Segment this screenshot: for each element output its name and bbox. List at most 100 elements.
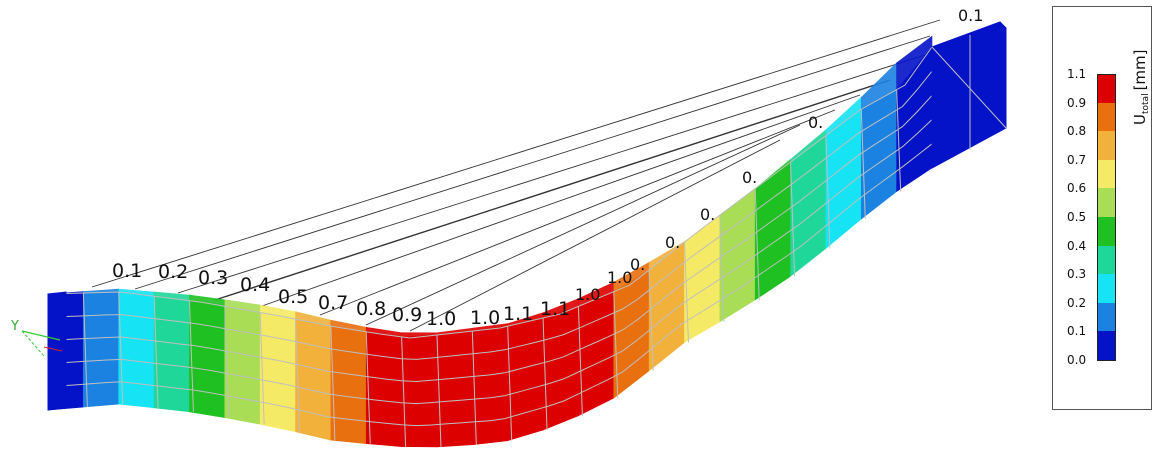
beam-side-element (754, 161, 791, 301)
displacement-label: 0. (742, 168, 757, 187)
legend-tick: 0.5 (1067, 210, 1087, 224)
legend-color-swatch (1097, 188, 1116, 218)
displacement-label: 0. (700, 205, 715, 224)
legend-title: Utotal [mm] (1131, 49, 1149, 125)
beam-side-element (330, 325, 367, 444)
mesh-line (153, 296, 159, 408)
axis-x-line (43, 346, 63, 352)
beam-side-element (542, 305, 579, 431)
mesh-line (401, 336, 407, 447)
displacement-label: 0.5 (278, 286, 308, 308)
beam-side-element (153, 295, 190, 413)
legend-tick: 0.1 (1067, 324, 1087, 339)
axis-y-label: Y (10, 319, 19, 334)
legend-color-swatch (1097, 331, 1116, 361)
beam-side-element (83, 291, 120, 408)
legend-quantity: U (1131, 114, 1149, 125)
beam-end-face (47, 21, 1007, 411)
mesh-line (259, 312, 265, 425)
guide-line (134, 35, 931, 290)
legend-tick: 0.2 (1067, 295, 1087, 310)
mesh-line (47, 70, 933, 360)
displacement-label: 1.0 (470, 307, 500, 329)
beam-side-element (189, 300, 226, 419)
legend-subscript: total (1141, 93, 1149, 114)
mesh-line (47, 143, 933, 427)
legend-color-swatch (1097, 217, 1116, 247)
mesh-line (188, 300, 194, 412)
displacement-label: 0. (630, 255, 645, 274)
displacement-label: 1.1 (503, 303, 533, 325)
mesh-line (825, 135, 831, 249)
legend-tick: 0.8 (1067, 124, 1087, 139)
beam-side-element (259, 312, 296, 433)
axis-y-line (21, 330, 61, 341)
legend-tick: 0.4 (1067, 238, 1087, 253)
guide-line (214, 79, 891, 301)
legend-tick: 0.9 (1067, 95, 1087, 110)
guide-line (261, 94, 861, 307)
beam-side-element (472, 325, 508, 446)
mesh-line (47, 119, 933, 405)
mesh-line (82, 293, 88, 408)
beam-side-element (719, 188, 756, 323)
mesh-line (860, 109, 866, 220)
mesh-line (47, 95, 933, 383)
beam-side-face (47, 39, 1001, 448)
legend-color-swatch (1097, 302, 1116, 332)
guide-line (91, 19, 941, 288)
legend-tick: 0.3 (1067, 267, 1087, 282)
mesh-line (507, 326, 513, 441)
mesh-line (330, 326, 336, 441)
guide-line (319, 109, 836, 316)
legend-color-swatch (1097, 102, 1116, 132)
axis-z-line (21, 330, 45, 357)
mesh-line (295, 319, 301, 432)
mesh-line (224, 306, 230, 418)
legend-tick: 0.6 (1067, 181, 1087, 196)
mesh-line (577, 306, 583, 416)
legend-tick: 0.0 (1067, 353, 1087, 367)
beam-side-element (118, 291, 155, 409)
mesh-line (896, 89, 902, 192)
displacement-label: 0.1 (958, 6, 983, 25)
mesh-line (613, 291, 619, 399)
beam-side-element (401, 334, 438, 448)
displacement-label: 0. (808, 113, 823, 132)
beam-right-end-face (931, 21, 1007, 169)
axis-triad: Y (10, 319, 63, 357)
mesh-line (542, 317, 548, 431)
mesh-line (118, 292, 124, 405)
mesh-line (365, 331, 371, 444)
legend-tick: 0.7 (1067, 152, 1087, 167)
beam-side-element (578, 291, 615, 417)
mesh-line (648, 269, 654, 371)
displacement-label: 0.7 (318, 292, 348, 314)
displacement-label: 0.9 (392, 304, 422, 326)
displacement-guide-lines (91, 19, 941, 332)
mesh-line (719, 215, 725, 322)
displacement-label: 0.2 (158, 261, 188, 283)
mesh-line (790, 162, 796, 277)
legend-color-swatch (1097, 274, 1116, 304)
mesh-line (683, 242, 689, 343)
mesh-line (471, 331, 477, 445)
legend-color-swatch (1097, 245, 1116, 275)
displacement-label: 0. (665, 233, 680, 252)
guide-line (409, 139, 781, 332)
mesh-line (931, 46, 1007, 129)
legend-border (1097, 360, 1116, 361)
displacement-label: 0.3 (198, 267, 228, 289)
displacement-label: 1.1 (540, 298, 570, 320)
displacement-label: 1.0 (607, 268, 632, 287)
beam-side-element (295, 318, 332, 441)
beam-side-element (507, 317, 544, 442)
displacement-label: 1.0 (575, 285, 600, 304)
legend-color-swatch (1097, 74, 1116, 104)
legend-unit: [mm] (1131, 49, 1149, 90)
mesh-line (436, 334, 442, 447)
legend-color-swatch (1097, 131, 1116, 161)
